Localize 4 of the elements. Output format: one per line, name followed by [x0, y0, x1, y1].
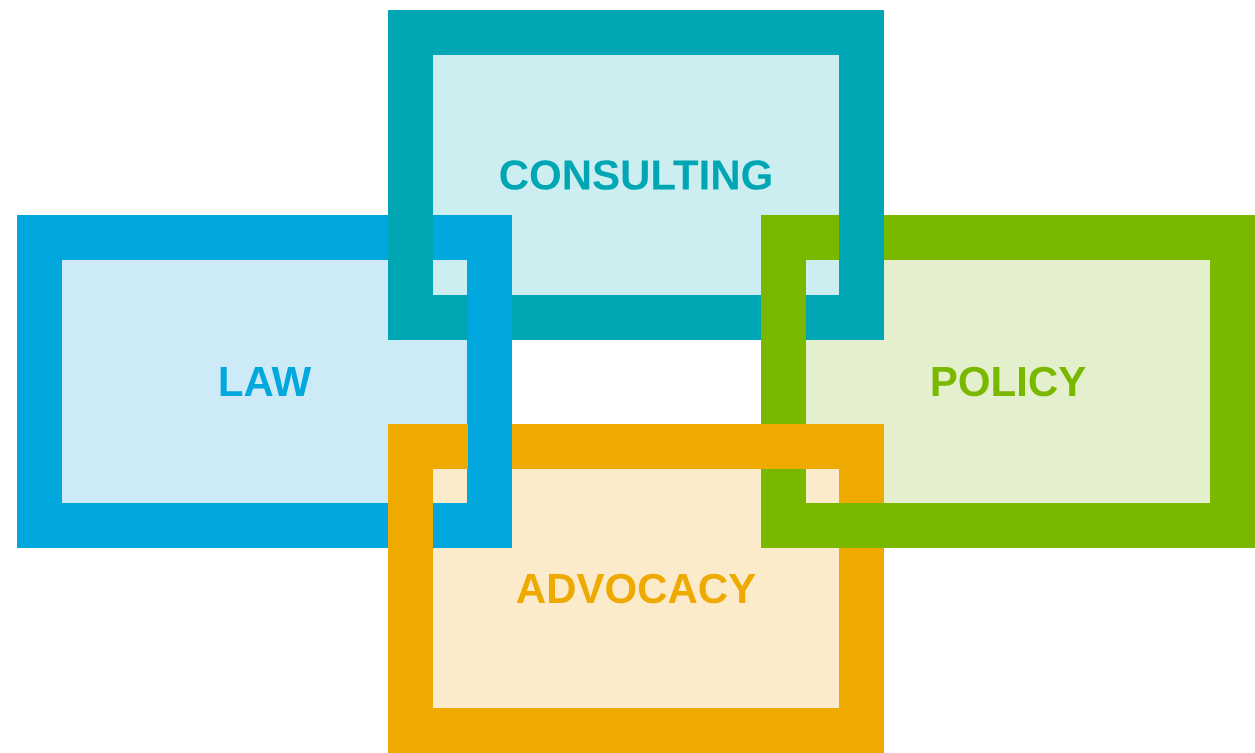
- frame-box: ADVOCACY: [388, 424, 884, 753]
- frame-box: POLICY: [761, 215, 1255, 548]
- frame-box: CONSULTING: [388, 10, 884, 340]
- frame-box: LAW: [17, 215, 512, 548]
